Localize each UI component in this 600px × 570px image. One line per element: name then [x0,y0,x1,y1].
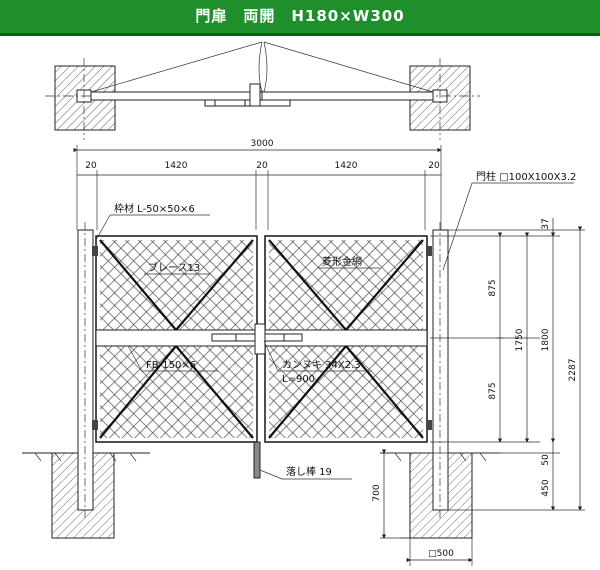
page-title: 門扉 両開 H180×W300 [195,7,405,25]
dim-center-gap: 20 [256,161,268,171]
label-brace: ブレース13 [148,261,200,274]
dim-post-embed: 450 [541,479,551,496]
plan-view [45,41,480,140]
label-drop-rod: 落し棒 19 [286,465,332,478]
label-post: 門柱 □100X100X3.2 [476,170,576,183]
dim-bottom-gap: 50 [541,454,551,466]
label-latch-length: L=900 [282,374,315,385]
label-frame: 枠材 L-50×50×6 [114,202,195,215]
dim-overall-width: 3000 [251,139,274,149]
dim-foundation-depth: 700 [372,484,382,501]
dim-foundation-width: □500 [428,549,454,559]
post-right [432,229,449,511]
dim-gate-height: 1800 [541,328,551,351]
post-left [77,229,94,511]
width-dimensions: 3000 20 1420 20 1420 20 [73,139,442,230]
dim-total-height: 2287 [568,359,578,382]
dim-post-gap-right: 20 [428,161,440,171]
height-dimensions: 37 50 875 875 1750 1800 450 2287 700 □50… [372,218,585,566]
label-flat-bar: FB-150×6 [146,360,196,371]
callouts: 門柱 □100X100X3.2 枠材 L-50×50×6 ブレース13 菱形金網… [95,170,576,480]
drop-rod [253,441,261,479]
title-bar: 門扉 両開 H180×W300 [0,0,600,36]
dim-post-gap-left: 20 [85,161,97,171]
dim-frame-height: 1750 [515,328,525,351]
label-latch: カンヌキ 34X2.3 [282,359,361,371]
dim-lower-panel: 875 [488,382,498,399]
label-mesh: 菱形金網 [322,255,362,268]
dim-top-offset: 37 [541,218,551,229]
dim-leaf-left: 1420 [165,161,188,171]
elevation-view [22,222,500,539]
plan-latch [204,99,291,107]
dim-upper-panel: 875 [488,279,498,296]
dim-leaf-right: 1420 [335,161,358,171]
